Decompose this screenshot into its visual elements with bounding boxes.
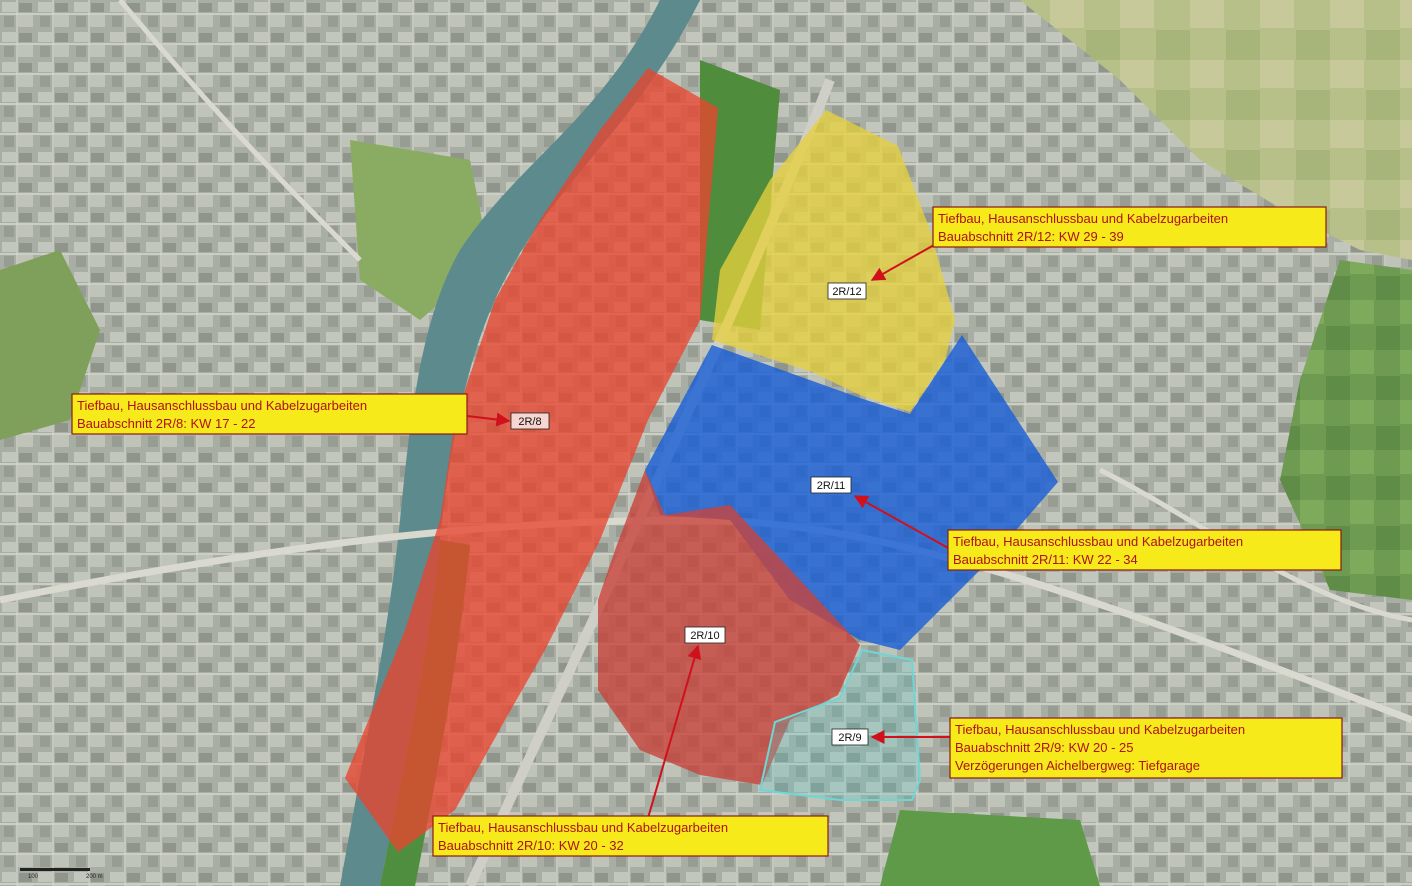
fields-area (1020, 0, 1412, 260)
svg-text:200 m: 200 m (86, 874, 103, 880)
zone-tag-2r11: 2R/11 (810, 476, 852, 494)
svg-text:Bauabschnitt 2R/10: KW 20 - 32: Bauabschnitt 2R/10: KW 20 - 32 (438, 838, 624, 853)
svg-text:Bauabschnitt 2R/12: KW 29 - 39: Bauabschnitt 2R/12: KW 29 - 39 (938, 229, 1124, 244)
green-fields-area (1280, 260, 1412, 600)
green-park-south (880, 810, 1100, 886)
zone-2r11[interactable] (645, 335, 1058, 650)
callout-2r10: Tiefbau, Hausanschlussbau und Kabelzugar… (432, 815, 829, 857)
zone-2r10[interactable] (598, 470, 860, 785)
callout-2r9: Tiefbau, Hausanschlussbau und Kabelzugar… (949, 717, 1343, 779)
arrow-2r8 (466, 412, 511, 427)
svg-text:Bauabschnitt 2R/9: KW 20 - 25: Bauabschnitt 2R/9: KW 20 - 25 (955, 740, 1133, 755)
svg-text:100: 100 (28, 874, 39, 880)
svg-text:Tiefbau, Hausanschlussbau und: Tiefbau, Hausanschlussbau und Kabelzugar… (955, 722, 1245, 737)
svg-text:Bauabschnitt 2R/11: KW 22 - 34: Bauabschnitt 2R/11: KW 22 - 34 (953, 552, 1138, 567)
svg-text:Tiefbau, Hausanschlussbau und: Tiefbau, Hausanschlussbau und Kabelzugar… (77, 398, 367, 413)
road-north (118, 0, 362, 262)
svg-text:Tiefbau, Hausanschlussbau und: Tiefbau, Hausanschlussbau und Kabelzugar… (953, 534, 1243, 549)
callout-2r11: Tiefbau, Hausanschlussbau und Kabelzugar… (947, 529, 1342, 571)
scale-bar: 100 200 m (20, 868, 103, 880)
zone-tag-2r9: 2R/9 (831, 728, 869, 746)
arrow-2r11 (853, 495, 951, 550)
zone-tag-2r10: 2R/10 (684, 626, 726, 644)
svg-text:2R/12: 2R/12 (832, 286, 861, 298)
svg-text:Tiefbau, Hausanschlussbau und: Tiefbau, Hausanschlussbau und Kabelzugar… (938, 211, 1228, 226)
arrow-2r12 (870, 244, 935, 281)
zone-2r8[interactable] (345, 68, 718, 852)
zone-tag-2r8: 2R/8 (510, 412, 550, 430)
svg-text:2R/11: 2R/11 (817, 480, 846, 492)
arrow-2r10 (647, 644, 702, 819)
svg-text:Verzögerungen Aichelbergweg: T: Verzögerungen Aichelbergweg: Tiefgarage (955, 758, 1200, 773)
svg-text:2R/10: 2R/10 (690, 630, 719, 642)
svg-text:2R/9: 2R/9 (838, 732, 861, 744)
svg-text:Bauabschnitt 2R/8: KW 17 - 22: Bauabschnitt 2R/8: KW 17 - 22 (77, 416, 255, 431)
zone-2r12[interactable] (712, 110, 955, 412)
svg-text:2R/8: 2R/8 (518, 416, 541, 428)
zone-tag-2r12: 2R/12 (827, 282, 867, 300)
zone-2r9[interactable] (758, 648, 922, 801)
callout-2r12: Tiefbau, Hausanschlussbau und Kabelzugar… (932, 206, 1327, 248)
callout-2r8: Tiefbau, Hausanschlussbau und Kabelzugar… (71, 393, 468, 435)
svg-text:Tiefbau, Hausanschlussbau und: Tiefbau, Hausanschlussbau und Kabelzugar… (438, 820, 728, 835)
green-park-left (0, 250, 100, 440)
